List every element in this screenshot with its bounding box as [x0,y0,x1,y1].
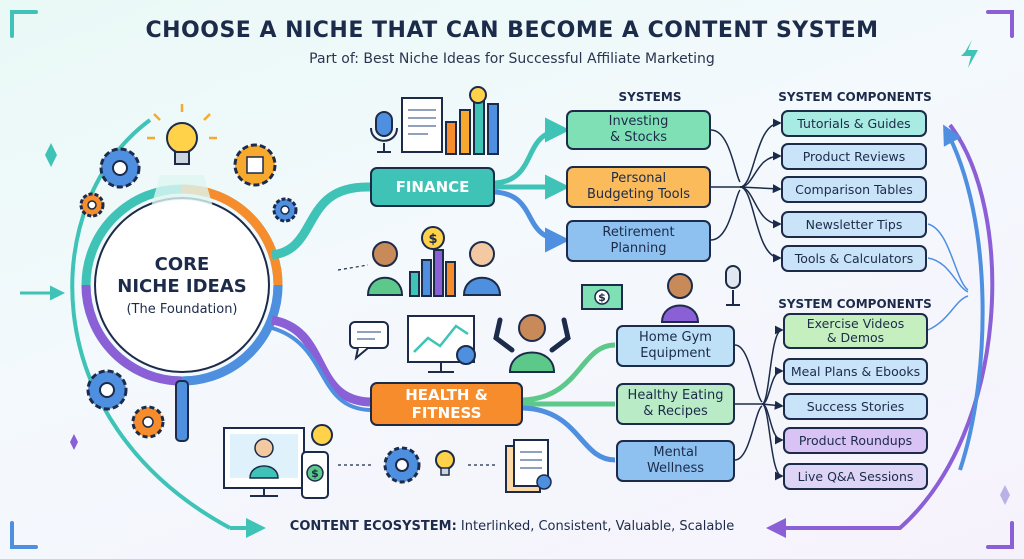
system-investing-stocks: Investing & Stocks [566,110,711,150]
phone-dollar-glyph: $ [311,467,319,480]
component-label: Meal Plans & Ebooks [790,363,921,379]
microphone-icon [370,111,398,153]
hub-subtitle: (The Foundation) [126,301,238,317]
category-health-fitness: HEALTH & FITNESS [370,382,523,426]
chat-bubble-icon [349,321,389,361]
document-icon [401,97,443,153]
component-label-line1: Exercise Videos [806,315,905,331]
category-finance: FINANCE [370,167,495,207]
footer-caption: CONTENT ECOSYSTEM: Interlinked, Consiste… [0,519,1024,534]
system-label-line2: & Recipes [643,404,708,419]
dollar-bill-icon [581,284,623,310]
person-icon [462,241,502,296]
component-tutorials-guides: Tutorials & Guides [781,110,927,137]
component-comparison-tables: Comparison Tables [781,176,927,203]
components-to-loop [927,223,969,331]
lightbulb-icon [435,450,455,476]
hub-title-line1: CORE [154,253,210,275]
health-systems-to-components [734,325,784,481]
gear-icon [79,192,105,218]
component-label: Newsletter Tips [805,216,903,232]
coin-icon [311,424,333,446]
component-label: Success Stories [806,398,905,414]
category-health-line2: FITNESS [411,404,482,422]
page-subtitle: Part of: Best Niche Ideas for Successful… [309,51,715,67]
bill-dollar-glyph: $ [598,291,606,304]
footer-label: CONTENT ECOSYSTEM: [289,519,457,534]
footer-text: Interlinked, Consistent, Valuable, Scala… [460,519,735,534]
ecosystem-loop-right [766,123,995,538]
documents-icon [505,439,552,493]
flexing-person-icon [493,314,571,373]
component-product-roundups: Product Roundups [783,427,928,454]
system-retirement-planning: Retirement Planning [566,220,711,262]
system-home-gym: Home Gym Equipment [616,325,735,367]
system-healthy-eating: Healthy Eating & Recipes [616,383,735,425]
ring-to-categories [271,182,371,412]
system-label-line2: Equipment [640,346,711,361]
corner-bracket [10,10,1014,549]
system-label-line2: Planning [610,241,667,256]
component-exercise-videos: Exercise Videos & Demos [783,313,928,349]
system-label-line1: Retirement [602,224,675,240]
component-newsletter-tips: Newsletter Tips [781,211,927,238]
systems-header: SYSTEMS [618,90,682,104]
component-label: Comparison Tables [795,181,913,197]
gear-icon [383,446,421,484]
system-label-line1: Mental [653,444,698,460]
hub-title-line2: NICHE IDEAS [117,276,247,297]
system-label-line1: Healthy Eating [627,387,724,403]
person-icon [660,273,700,323]
gear-icon [131,405,165,439]
microphone-icon [725,265,741,306]
system-personal-budgeting: Personal Budgeting Tools [566,166,711,208]
coin-dollar-glyph: $ [428,232,437,247]
sparkle-icon [70,434,78,450]
gear-icon [233,143,277,187]
finance-to-systems [494,117,570,253]
system-label-line1: Home Gym [639,329,712,345]
system-mental-wellness: Mental Wellness [616,440,735,482]
component-label: Tutorials & Guides [797,115,911,131]
component-live-qa: Live Q&A Sessions [783,463,928,490]
gear-icon [99,147,141,189]
coin-icon [421,226,445,250]
system-label-line2: Budgeting Tools [586,187,691,202]
components-header-bottom: SYSTEM COMPONENTS [778,297,932,311]
components-header-top: SYSTEM COMPONENTS [778,90,932,104]
gear-icon [86,369,128,411]
gear-icon [272,197,298,223]
bar-chart-icon [445,86,499,155]
finance-systems-to-components [710,118,782,263]
component-label: Live Q&A Sessions [797,468,914,484]
health-to-systems [522,342,616,463]
component-label: Product Roundups [798,432,913,448]
category-finance-label: FINANCE [395,177,470,196]
component-success-stories: Success Stories [783,393,928,420]
dashed-guides [337,264,498,466]
bar-chart-icon [409,249,456,297]
sparkle-icon [961,40,978,68]
system-label-line1: Personal [610,170,667,186]
core-niche-ideas-hub: CORE NICHE IDEAS (The Foundation) [97,200,267,370]
sparkle-icon [45,143,57,167]
component-label: Product Reviews [802,148,906,164]
video-call-icon [223,427,305,497]
component-label-line2: & Demos [826,330,885,345]
sparkle-icon [1000,485,1010,505]
component-product-reviews: Product Reviews [781,143,927,170]
phone-icon [301,451,329,499]
system-label-line2: Wellness [646,461,705,476]
page-title: CHOOSE A NICHE THAT CAN BECOME A CONTENT… [145,18,879,43]
person-icon [366,241,404,296]
component-tools-calculators: Tools & Calculators [781,245,927,272]
monitor-chart-icon [407,315,476,373]
category-health-line1: HEALTH & [405,386,488,404]
component-meal-plans: Meal Plans & Ebooks [783,358,928,385]
component-label: Tools & Calculators [794,250,914,266]
system-label-line2: & Stocks [609,130,668,145]
system-label-line1: Investing [608,113,669,129]
